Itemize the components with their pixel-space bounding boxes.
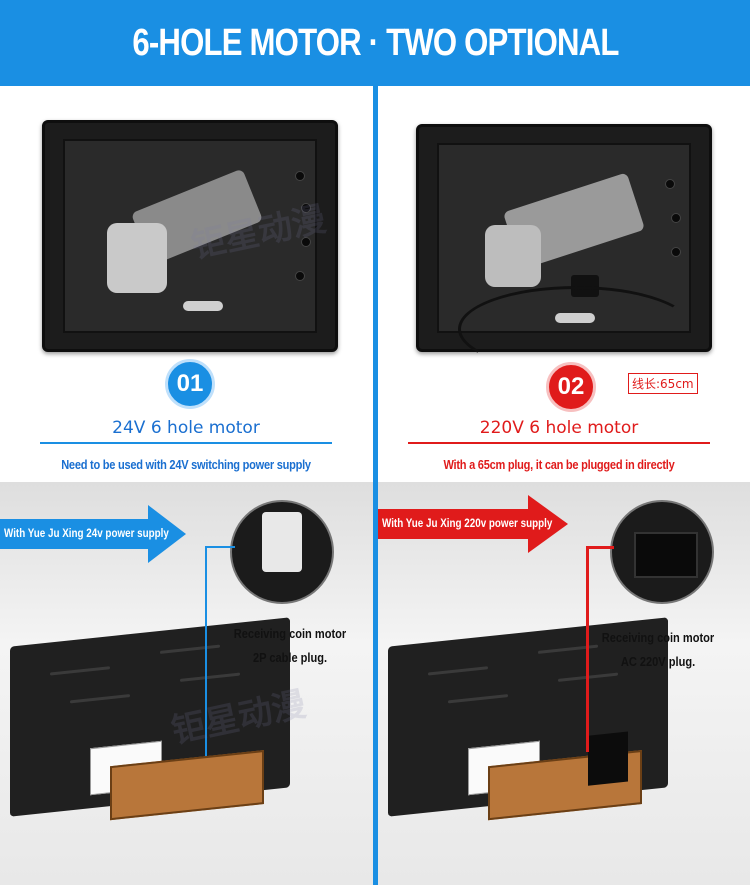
power-cord — [458, 286, 694, 372]
arrow-label: With Yue Ju Xing 24v power supply — [4, 526, 169, 540]
plug-caption-line2: AC 220V plug. — [620, 654, 696, 669]
psu-photo-24v: Receiving coin motor 2P cable plug. — [0, 482, 373, 885]
callout-line — [586, 546, 614, 549]
cable-length-label: 线长:65cm — [628, 373, 698, 394]
callout-line — [205, 546, 235, 548]
direction-arrow-blue: With Yue Ju Xing 24v power supply — [0, 505, 186, 563]
power-note: With a 65cm plug, it can be plugged in d… — [443, 457, 675, 472]
motor-housing-photo-24v — [42, 120, 338, 352]
callout-line — [205, 546, 207, 756]
direction-arrow-red: With Yue Ju Xing 220v power supply — [378, 495, 568, 553]
plug-caption-line2: 2P cable plug. — [252, 650, 328, 665]
page-title: 6-HOLE MOTOR · TWO OPTIONAL — [131, 21, 619, 64]
power-note: Need to be used with 24V switching power… — [61, 457, 311, 472]
title-rule — [40, 442, 332, 444]
plug-zoom-inset — [230, 500, 334, 604]
title-rule — [408, 442, 710, 444]
option-number-badge: 02 — [546, 362, 596, 412]
motor-title: 220V 6 hole motor — [479, 418, 639, 438]
option-02-panel: 02 220V 6 hole motor With a 65cm plug, i… — [378, 86, 750, 885]
motor-title: 24V 6 hole motor — [112, 418, 260, 438]
callout-line — [586, 546, 589, 752]
plug-caption-line1: Receiving coin motor — [601, 630, 715, 645]
plug-caption-line1: Receiving coin motor — [233, 626, 347, 641]
page-header: 6-HOLE MOTOR · TWO OPTIONAL — [0, 0, 750, 86]
arrow-label: With Yue Ju Xing 220v power supply — [382, 516, 553, 530]
option-01-panel: 01 24V 6 hole motor Need to be used with… — [0, 86, 373, 885]
option-number-badge: 01 — [165, 359, 215, 409]
plug-zoom-inset — [610, 500, 714, 604]
center-divider — [373, 86, 378, 885]
psu-photo-220v: Receiving coin motor AC 220V plug. — [378, 482, 750, 885]
